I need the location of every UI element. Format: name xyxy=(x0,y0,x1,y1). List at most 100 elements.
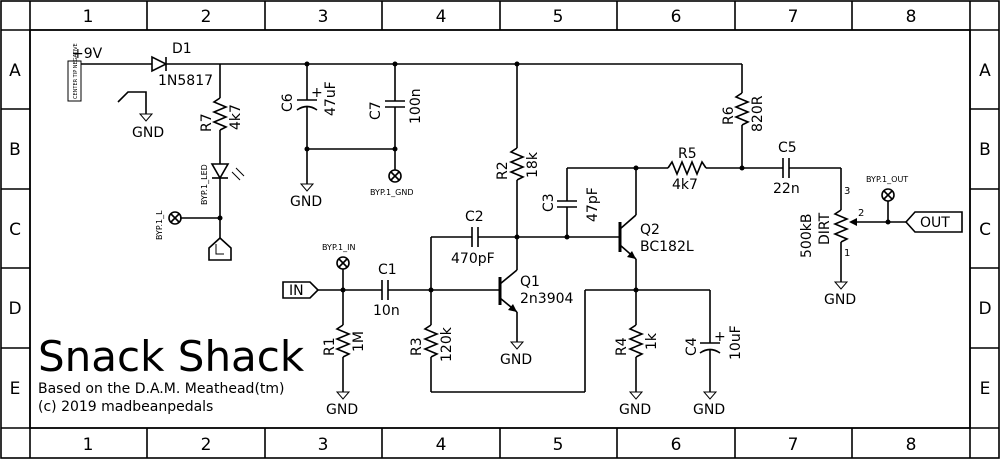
input-port[interactable] xyxy=(282,281,320,299)
r5-ref: R5 xyxy=(678,146,697,162)
c4-polarity: + xyxy=(714,329,726,345)
r6-value: 820R xyxy=(750,95,766,132)
c2-ref: C2 xyxy=(465,209,484,225)
row-label-a: A xyxy=(9,61,21,81)
pad-out xyxy=(881,188,895,202)
r6-ref: R6 xyxy=(721,106,737,125)
col-label-8-bottom: 8 xyxy=(906,435,917,455)
q2-ref: Q2 xyxy=(640,222,660,238)
resistor-r7 xyxy=(211,97,229,131)
pot-gnd-label: GND xyxy=(824,292,856,308)
c3-value: 47pF xyxy=(585,187,601,222)
pad-out-label: BYP.1_OUT xyxy=(866,175,908,184)
c7-value: 100n xyxy=(408,88,424,124)
r2-ref: R2 xyxy=(495,161,511,180)
r4-gnd-label: GND xyxy=(619,402,651,418)
resistor-r4 xyxy=(627,324,645,358)
led-connector xyxy=(208,236,232,261)
c7-ref: C7 xyxy=(368,101,384,120)
jack-gnd-label: GND xyxy=(132,125,164,141)
col-label-3-bottom: 3 xyxy=(318,435,329,455)
pot-pin-3: 3 xyxy=(844,186,850,197)
r7-ref: R7 xyxy=(199,113,215,132)
row-label-d-right: D xyxy=(978,299,991,319)
col-label-7-bottom: 7 xyxy=(788,435,799,455)
resistor-r3 xyxy=(422,324,440,358)
row-label-b-right: B xyxy=(979,140,991,160)
c6-ref: C6 xyxy=(280,93,296,112)
resistor-r5 xyxy=(667,159,707,177)
d1-value: 1N5817 xyxy=(158,73,213,89)
col-label-7: 7 xyxy=(788,7,799,27)
c5-value: 22n xyxy=(773,181,800,197)
r3-ref: R3 xyxy=(409,337,425,356)
jack-label: CENTER TIP NEGATIVE xyxy=(73,43,79,99)
r7-value: 4k7 xyxy=(228,104,244,130)
c5-ref: C5 xyxy=(778,140,797,156)
col-label-1: 1 xyxy=(83,7,94,27)
row-label-b: B xyxy=(9,140,21,160)
r1-value: 1M xyxy=(351,331,367,352)
supply-label: +9V xyxy=(72,46,103,62)
dc-jack: CENTER TIP NEGATIVE xyxy=(67,43,82,102)
c3-ref: C3 xyxy=(541,193,557,212)
col-label-5: 5 xyxy=(553,7,564,27)
resistor-r2 xyxy=(508,147,526,181)
col-label-6: 6 xyxy=(671,7,682,27)
r1-gnd-label: GND xyxy=(326,402,358,418)
pad-in xyxy=(336,256,350,270)
schematic-title: Snack Shack xyxy=(38,332,305,381)
col-label-3: 3 xyxy=(318,7,329,27)
pad-gnd xyxy=(388,169,402,183)
schematic-credit-line1: Based on the D.A.M. Meathead(tm) xyxy=(38,381,285,397)
row-label-a-right: A xyxy=(979,61,991,81)
row-label-e-right: E xyxy=(980,379,991,399)
c6-polarity: + xyxy=(311,85,323,101)
col-label-4-bottom: 4 xyxy=(436,435,447,455)
row-label-e: E xyxy=(10,379,21,399)
q1-value: 2n3904 xyxy=(520,291,574,307)
row-label-c: C xyxy=(9,220,21,240)
diode-d1 xyxy=(151,55,168,73)
pot-pin-1: 1 xyxy=(844,248,850,259)
q2-value: BC182L xyxy=(640,239,694,255)
r3-value: 120k xyxy=(439,326,455,362)
row-label-c-right: C xyxy=(979,220,991,240)
pad-gnd-label: BYP.1_GND xyxy=(370,188,414,197)
schematic-credit-line2: (c) 2019 madbeanpedals xyxy=(38,399,213,415)
c1-value: 10n xyxy=(373,303,400,319)
dirt-ref: DIRT xyxy=(817,212,833,245)
pad-in-label: BYP.1_IN xyxy=(322,243,356,252)
dirt-value: 500kB xyxy=(799,214,815,258)
col-label-2-bottom: 2 xyxy=(201,435,212,455)
col-label-5-bottom: 5 xyxy=(553,435,564,455)
r5-value: 4k7 xyxy=(672,177,698,193)
c6-value: 47uF xyxy=(323,81,339,116)
output-port[interactable] xyxy=(904,211,963,233)
pot-dirt[interactable] xyxy=(832,209,850,243)
q1-ref: Q1 xyxy=(520,274,540,290)
c4-value: 10uF xyxy=(728,325,744,360)
c1-ref: C1 xyxy=(378,262,397,278)
resistor-r6 xyxy=(733,92,751,126)
col-label-4: 4 xyxy=(436,7,447,27)
pad-led-label: BYP.1_LED xyxy=(200,164,209,205)
c4-gnd-label: GND xyxy=(693,402,725,418)
output-port-label: OUT xyxy=(920,215,950,231)
pad-l-label: BYP.1_L xyxy=(155,210,164,240)
input-port-label: IN xyxy=(289,283,304,299)
q1-gnd-label: GND xyxy=(500,352,532,368)
r1-ref: R1 xyxy=(322,337,338,356)
row-label-d: D xyxy=(8,299,21,319)
col-label-2: 2 xyxy=(201,7,212,27)
r4-value: 1k xyxy=(644,332,660,350)
transistor-q2 xyxy=(618,214,637,260)
pot-pin-2: 2 xyxy=(858,208,864,219)
resistor-r1 xyxy=(334,324,352,358)
led xyxy=(210,163,245,181)
c6-gnd-label: GND xyxy=(290,194,322,210)
c4-ref: C4 xyxy=(684,337,700,356)
r4-ref: R4 xyxy=(614,337,630,356)
pad-l xyxy=(168,211,182,225)
